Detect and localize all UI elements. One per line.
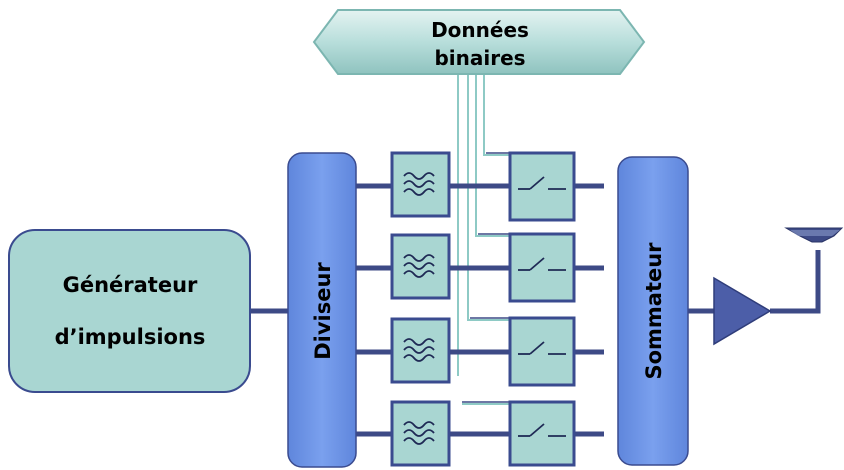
data-line-2 bbox=[475, 75, 510, 237]
data-bus-shape bbox=[312, 9, 646, 75]
filter-bank bbox=[390, 151, 451, 467]
switch-icon bbox=[518, 257, 566, 271]
data-line-3 bbox=[467, 75, 510, 321]
filter-wave-icon bbox=[403, 172, 435, 196]
data-bus: Données binaires bbox=[312, 9, 646, 75]
switch bbox=[508, 400, 576, 467]
data-bus-label-line2: binaires bbox=[434, 46, 525, 70]
filter bbox=[390, 317, 451, 384]
divider-block bbox=[287, 152, 357, 468]
summer-block bbox=[617, 156, 689, 466]
amplifier-triangle-icon bbox=[713, 276, 772, 346]
data-bus-label-line1: Données bbox=[431, 18, 529, 42]
summer-label: Sommateur bbox=[642, 242, 666, 380]
filter-wave-icon bbox=[403, 254, 435, 278]
divider: Diviseur bbox=[287, 152, 357, 468]
signal-lines bbox=[250, 183, 821, 437]
switch bbox=[508, 232, 576, 303]
pulse-generator-label-line2: d’impulsions bbox=[55, 325, 206, 349]
amplifier-to-antenna-line bbox=[770, 250, 821, 314]
pulse-generator-box bbox=[8, 229, 251, 393]
filter bbox=[390, 151, 451, 218]
switch-icon bbox=[518, 176, 566, 190]
filter bbox=[390, 233, 451, 300]
filter bbox=[390, 400, 451, 467]
filter-wave-icon bbox=[403, 338, 435, 362]
divider-label: Diviseur bbox=[311, 262, 335, 360]
summer: Sommateur bbox=[617, 156, 689, 466]
data-lines bbox=[457, 75, 510, 405]
switch bbox=[508, 316, 576, 387]
switch-icon bbox=[518, 423, 566, 437]
switch bbox=[508, 151, 576, 222]
data-line-1 bbox=[483, 75, 510, 156]
pulse-generator-label-line1: Générateur bbox=[63, 273, 198, 297]
pulse-generator: Générateur d’impulsions bbox=[8, 229, 251, 393]
filter-wave-icon bbox=[403, 421, 435, 445]
switch-bank bbox=[508, 151, 576, 467]
switch-icon bbox=[518, 341, 566, 355]
